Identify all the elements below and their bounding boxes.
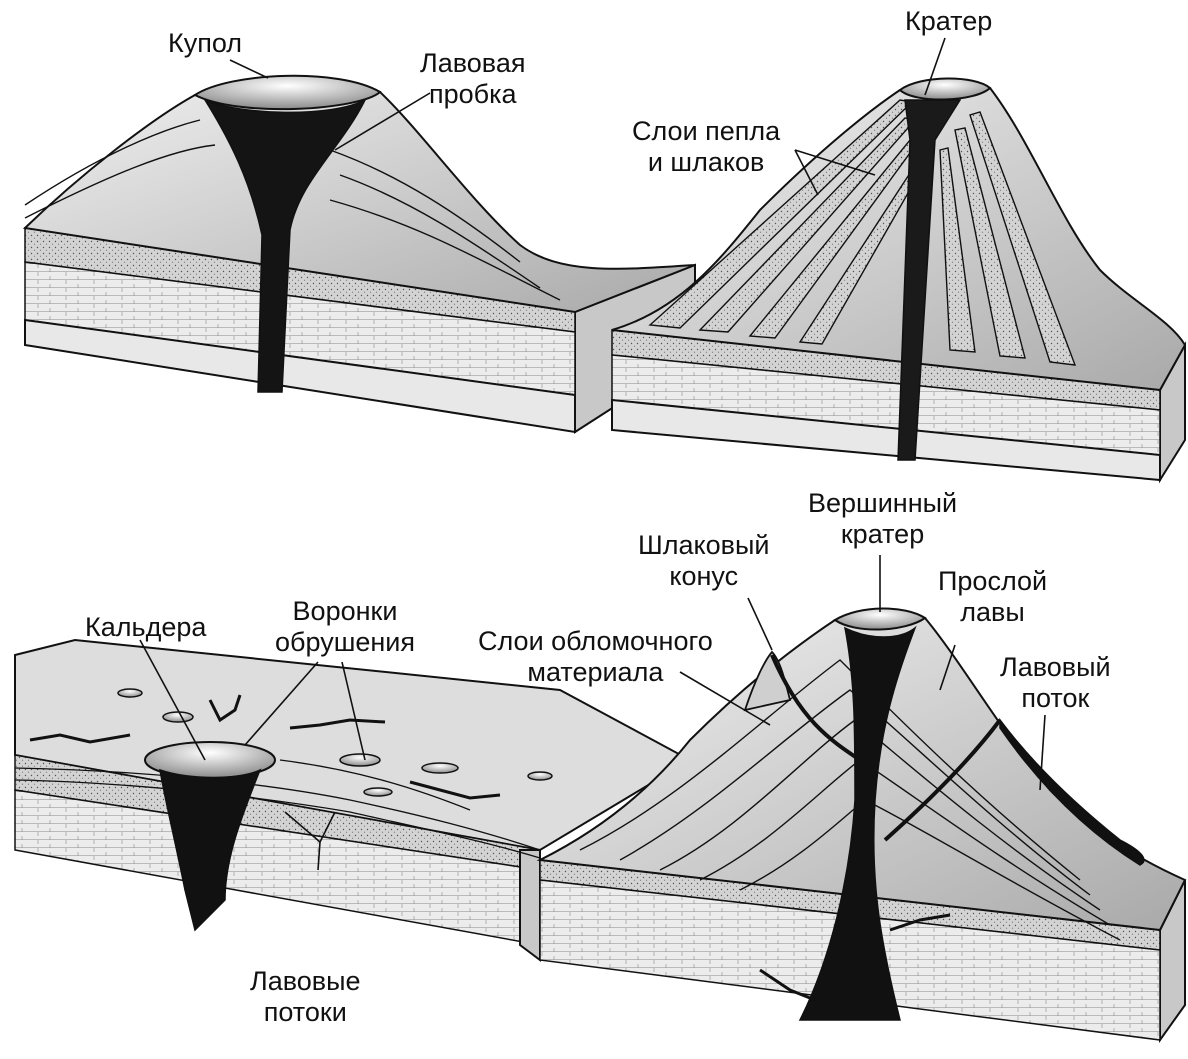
- label-ash-layers-line1: Слои пепла: [632, 116, 780, 147]
- caldera-side: [520, 850, 540, 960]
- label-summit-crater-line1: Вершинный: [808, 488, 957, 519]
- label-summit-crater: Вершинный кратер: [808, 488, 957, 550]
- label-lava-interlayer-line2: лавы: [938, 597, 1047, 628]
- label-kupol-text: Купол: [168, 28, 242, 59]
- label-lava-flow-line1: Лавовый: [1000, 652, 1111, 683]
- label-clastic-layers-line2: материала: [478, 657, 713, 688]
- label-lava-flows-line1: Лавовые: [250, 966, 361, 997]
- label-lava-flow: Лавовый поток: [1000, 652, 1111, 714]
- label-kupol: Купол: [168, 28, 242, 59]
- label-kaldera-text: Кальдера: [85, 612, 206, 643]
- label-collapse-pits-line1: Воронки: [275, 596, 415, 627]
- label-summit-crater-line2: кратер: [808, 519, 957, 550]
- label-krater: Кратер: [905, 6, 992, 37]
- label-lava-interlayer-line1: Прослой: [938, 566, 1047, 597]
- label-clastic-layers-line1: Слои обломочного: [478, 626, 713, 657]
- label-krater-text: Кратер: [905, 6, 992, 37]
- label-lava-plug: Лавовая пробка: [420, 48, 525, 110]
- label-lava-flows: Лавовые потоки: [250, 966, 361, 1028]
- label-lava-plug-line2: пробка: [420, 79, 525, 110]
- label-clastic-layers: Слои обломочного материала: [478, 626, 713, 688]
- label-cinder-cone-line1: Шлаковый: [638, 530, 769, 561]
- label-ash-layers-line2: и шлаков: [632, 147, 780, 178]
- label-cinder-cone-line2: конус: [638, 561, 769, 592]
- label-cinder-cone: Шлаковый конус: [638, 530, 769, 592]
- label-kaldera: Кальдера: [85, 612, 206, 643]
- label-collapse-pits-line2: обрушения: [275, 627, 415, 658]
- label-lava-plug-line1: Лавовая: [420, 48, 525, 79]
- lava-dome-block: [25, 76, 695, 432]
- label-lava-flows-line2: потоки: [250, 997, 361, 1028]
- label-lava-flow-line2: поток: [1000, 683, 1111, 714]
- label-lava-interlayer: Прослой лавы: [938, 566, 1047, 628]
- label-collapse-pits: Воронки обрушения: [275, 596, 415, 658]
- label-ash-layers: Слои пепла и шлаков: [632, 116, 780, 178]
